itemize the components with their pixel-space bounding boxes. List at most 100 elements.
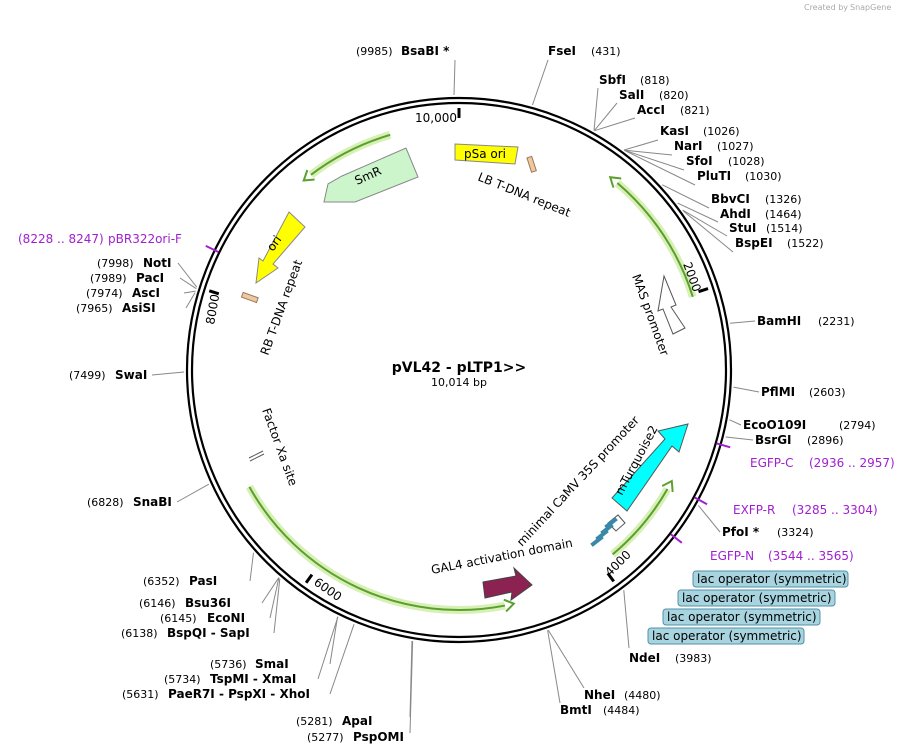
site-bspei-name[interactable]: BspEI bbox=[735, 236, 773, 250]
site-bspei-pos: (1522) bbox=[787, 237, 824, 250]
site-bmti-pos: (4484) bbox=[603, 704, 640, 717]
site-noti-pos: (7998) bbox=[97, 257, 134, 270]
site-nhei-pos: (4480) bbox=[624, 689, 661, 702]
site-pspomi-name[interactable]: PspOMI bbox=[353, 730, 404, 744]
site-pluti-name[interactable]: PluTI bbox=[697, 169, 731, 183]
site-ahdi-name[interactable]: AhdI bbox=[720, 207, 751, 221]
site-leader-line bbox=[317, 616, 339, 680]
tick-mark-6000 bbox=[304, 573, 314, 584]
site-sali-name[interactable]: SalI bbox=[619, 88, 644, 102]
feature-ori[interactable]: ori bbox=[255, 211, 306, 285]
site-apai-name[interactable]: ApaI bbox=[342, 714, 372, 728]
site-bsu36i-name[interactable]: Bsu36I bbox=[185, 596, 231, 610]
site-asci-pos: (7974) bbox=[86, 287, 123, 300]
site-tspmi-name[interactable]: TspMI - XmaI bbox=[210, 672, 296, 686]
orf-arcs bbox=[245, 131, 697, 614]
site-nari-name[interactable]: NarI bbox=[674, 139, 703, 153]
site-asisi-pos: (7965) bbox=[76, 302, 113, 315]
site-pflmi-pos: (2603) bbox=[809, 386, 846, 399]
site-paci-name[interactable]: PacI bbox=[136, 271, 164, 285]
lac-operator-2[interactable]: lac operator (symmetric) bbox=[677, 589, 836, 607]
primer-exfp-r[interactable]: EXFP-R (3285 .. 3304) bbox=[733, 503, 878, 517]
site-fsei-name[interactable]: FseI bbox=[548, 44, 576, 58]
primer-egfp-n[interactable]: EGFP-N (3544 .. 3565) bbox=[710, 549, 854, 563]
site-acci-name[interactable]: AccI bbox=[637, 103, 665, 117]
site-pflmi-name[interactable]: PflMI bbox=[761, 385, 795, 399]
site-leader-line bbox=[453, 59, 456, 96]
lac-operator-4-label: lac operator (symmetric) bbox=[652, 629, 802, 643]
feature-mas-promoter[interactable]: MAS promoter bbox=[629, 272, 686, 358]
site-pasi-name[interactable]: PasI bbox=[189, 574, 217, 588]
site-bbvci-name[interactable]: BbvCI bbox=[711, 192, 750, 206]
site-pfoi-pos: (3324) bbox=[777, 526, 814, 539]
tick-label-4000: 4000 bbox=[602, 548, 633, 579]
lac-operator-3[interactable]: lac operator (symmetric) bbox=[662, 608, 821, 626]
site-asisi-name[interactable]: AsiSI bbox=[122, 301, 156, 315]
feature-factor-xa-site[interactable]: Factor Xa site bbox=[248, 406, 300, 488]
orf-arc-mas-glow bbox=[614, 179, 697, 299]
site-sali-pos: (820) bbox=[659, 89, 689, 102]
site-ndei-name[interactable]: NdeI bbox=[629, 651, 660, 665]
site-leader-line bbox=[729, 320, 756, 324]
site-sfoi-name[interactable]: SfoI bbox=[686, 154, 713, 168]
tick-marks bbox=[208, 108, 709, 584]
site-leader-line bbox=[261, 577, 280, 604]
site-noti-name[interactable]: NotI bbox=[143, 256, 172, 270]
site-swai-name[interactable]: SwaI bbox=[115, 368, 147, 382]
primer-exfp-r-range: (3285 .. 3304) bbox=[792, 503, 878, 517]
primer-marker bbox=[694, 496, 708, 506]
site-leader-line bbox=[273, 578, 281, 634]
site-leader-line bbox=[623, 590, 630, 649]
lac-operator-4[interactable]: lac operator (symmetric) bbox=[647, 627, 805, 645]
site-bsrgi-name[interactable]: BsrGI bbox=[755, 433, 792, 447]
site-sbfi-name[interactable]: SbfI bbox=[599, 73, 626, 87]
site-smai-pos: (5736) bbox=[210, 658, 247, 671]
feature-psa-ori[interactable]: pSa ori bbox=[454, 143, 519, 165]
site-smai-name[interactable]: SmaI bbox=[255, 657, 289, 671]
primer-pbr322ori-f-range: (8228 .. 8247) bbox=[18, 232, 104, 246]
site-bspqi-name[interactable]: BspQI - SapI bbox=[167, 626, 250, 640]
site-snabi-name[interactable]: SnaBI bbox=[133, 495, 172, 509]
site-leader-line bbox=[662, 184, 710, 209]
site-leader-line bbox=[683, 210, 734, 253]
site-stui-pos: (1514) bbox=[766, 222, 803, 235]
site-pasi-pos: (6352) bbox=[143, 575, 180, 588]
primer-egfp-c-range: (2936 .. 2957) bbox=[809, 456, 895, 470]
site-ecoo109i-pos: (2794) bbox=[839, 419, 876, 432]
plasmid-size: 10,014 bp bbox=[431, 376, 487, 389]
lac-operator-1[interactable]: lac operator (symmetric) bbox=[692, 570, 849, 588]
primer-pbr322ori-f[interactable]: (8228 .. 8247) pBR322ori-F bbox=[18, 232, 182, 246]
site-leader-line bbox=[179, 277, 197, 290]
primer-egfp-c[interactable]: EGFP-C (2936 .. 2957) bbox=[750, 456, 895, 470]
site-bsabi-pos: (9985) bbox=[356, 45, 393, 58]
feature-factor-xa-site-label: Factor Xa site bbox=[259, 406, 300, 487]
site-bmti-name[interactable]: BmtI bbox=[560, 703, 592, 717]
site-leader-line bbox=[729, 419, 742, 426]
lac-operator-1-label: lac operator (symmetric) bbox=[697, 572, 847, 586]
site-leader-line bbox=[697, 505, 721, 533]
primer-marker bbox=[205, 244, 219, 253]
site-nhei-name[interactable]: NheI bbox=[584, 688, 615, 702]
site-bamhi-name[interactable]: BamHI bbox=[757, 314, 801, 328]
site-econi-name[interactable]: EcoNI bbox=[207, 611, 245, 625]
site-paer7i-name[interactable]: PaeR7I - PspXI - XhoI bbox=[168, 687, 310, 701]
credit-created-by: Created by bbox=[804, 3, 848, 12]
feature-lb-tdna-repeat-label: LB T-DNA repeat bbox=[476, 170, 573, 220]
site-bsabi-name[interactable]: BsaBI * bbox=[401, 44, 450, 58]
site-kasi-name[interactable]: KasI bbox=[660, 124, 689, 138]
tick-label-8000: 8000 bbox=[203, 293, 222, 326]
site-stui-name[interactable]: StuI bbox=[729, 221, 756, 235]
site-pfoi-name[interactable]: PfoI * bbox=[722, 525, 760, 539]
feature-gal4-activation-domain[interactable]: GAL4 activation domain bbox=[430, 536, 574, 602]
tick-mark-4000 bbox=[606, 572, 615, 583]
feature-rb-tdna-repeat[interactable]: RB T-DNA repeat bbox=[240, 258, 305, 357]
lac-operator-3-label: lac operator (symmetric) bbox=[667, 610, 817, 624]
site-snabi-pos: (6828) bbox=[87, 496, 124, 509]
site-leader-line bbox=[185, 292, 196, 309]
site-swai-pos: (7499) bbox=[69, 369, 106, 382]
site-kasi-pos: (1026) bbox=[703, 125, 740, 138]
site-ecoo109i-name[interactable]: EcoO109I bbox=[743, 418, 806, 432]
site-asci-name[interactable]: AscI bbox=[132, 286, 160, 300]
feature-lb-tdna-repeat[interactable]: LB T-DNA repeat bbox=[476, 155, 573, 220]
